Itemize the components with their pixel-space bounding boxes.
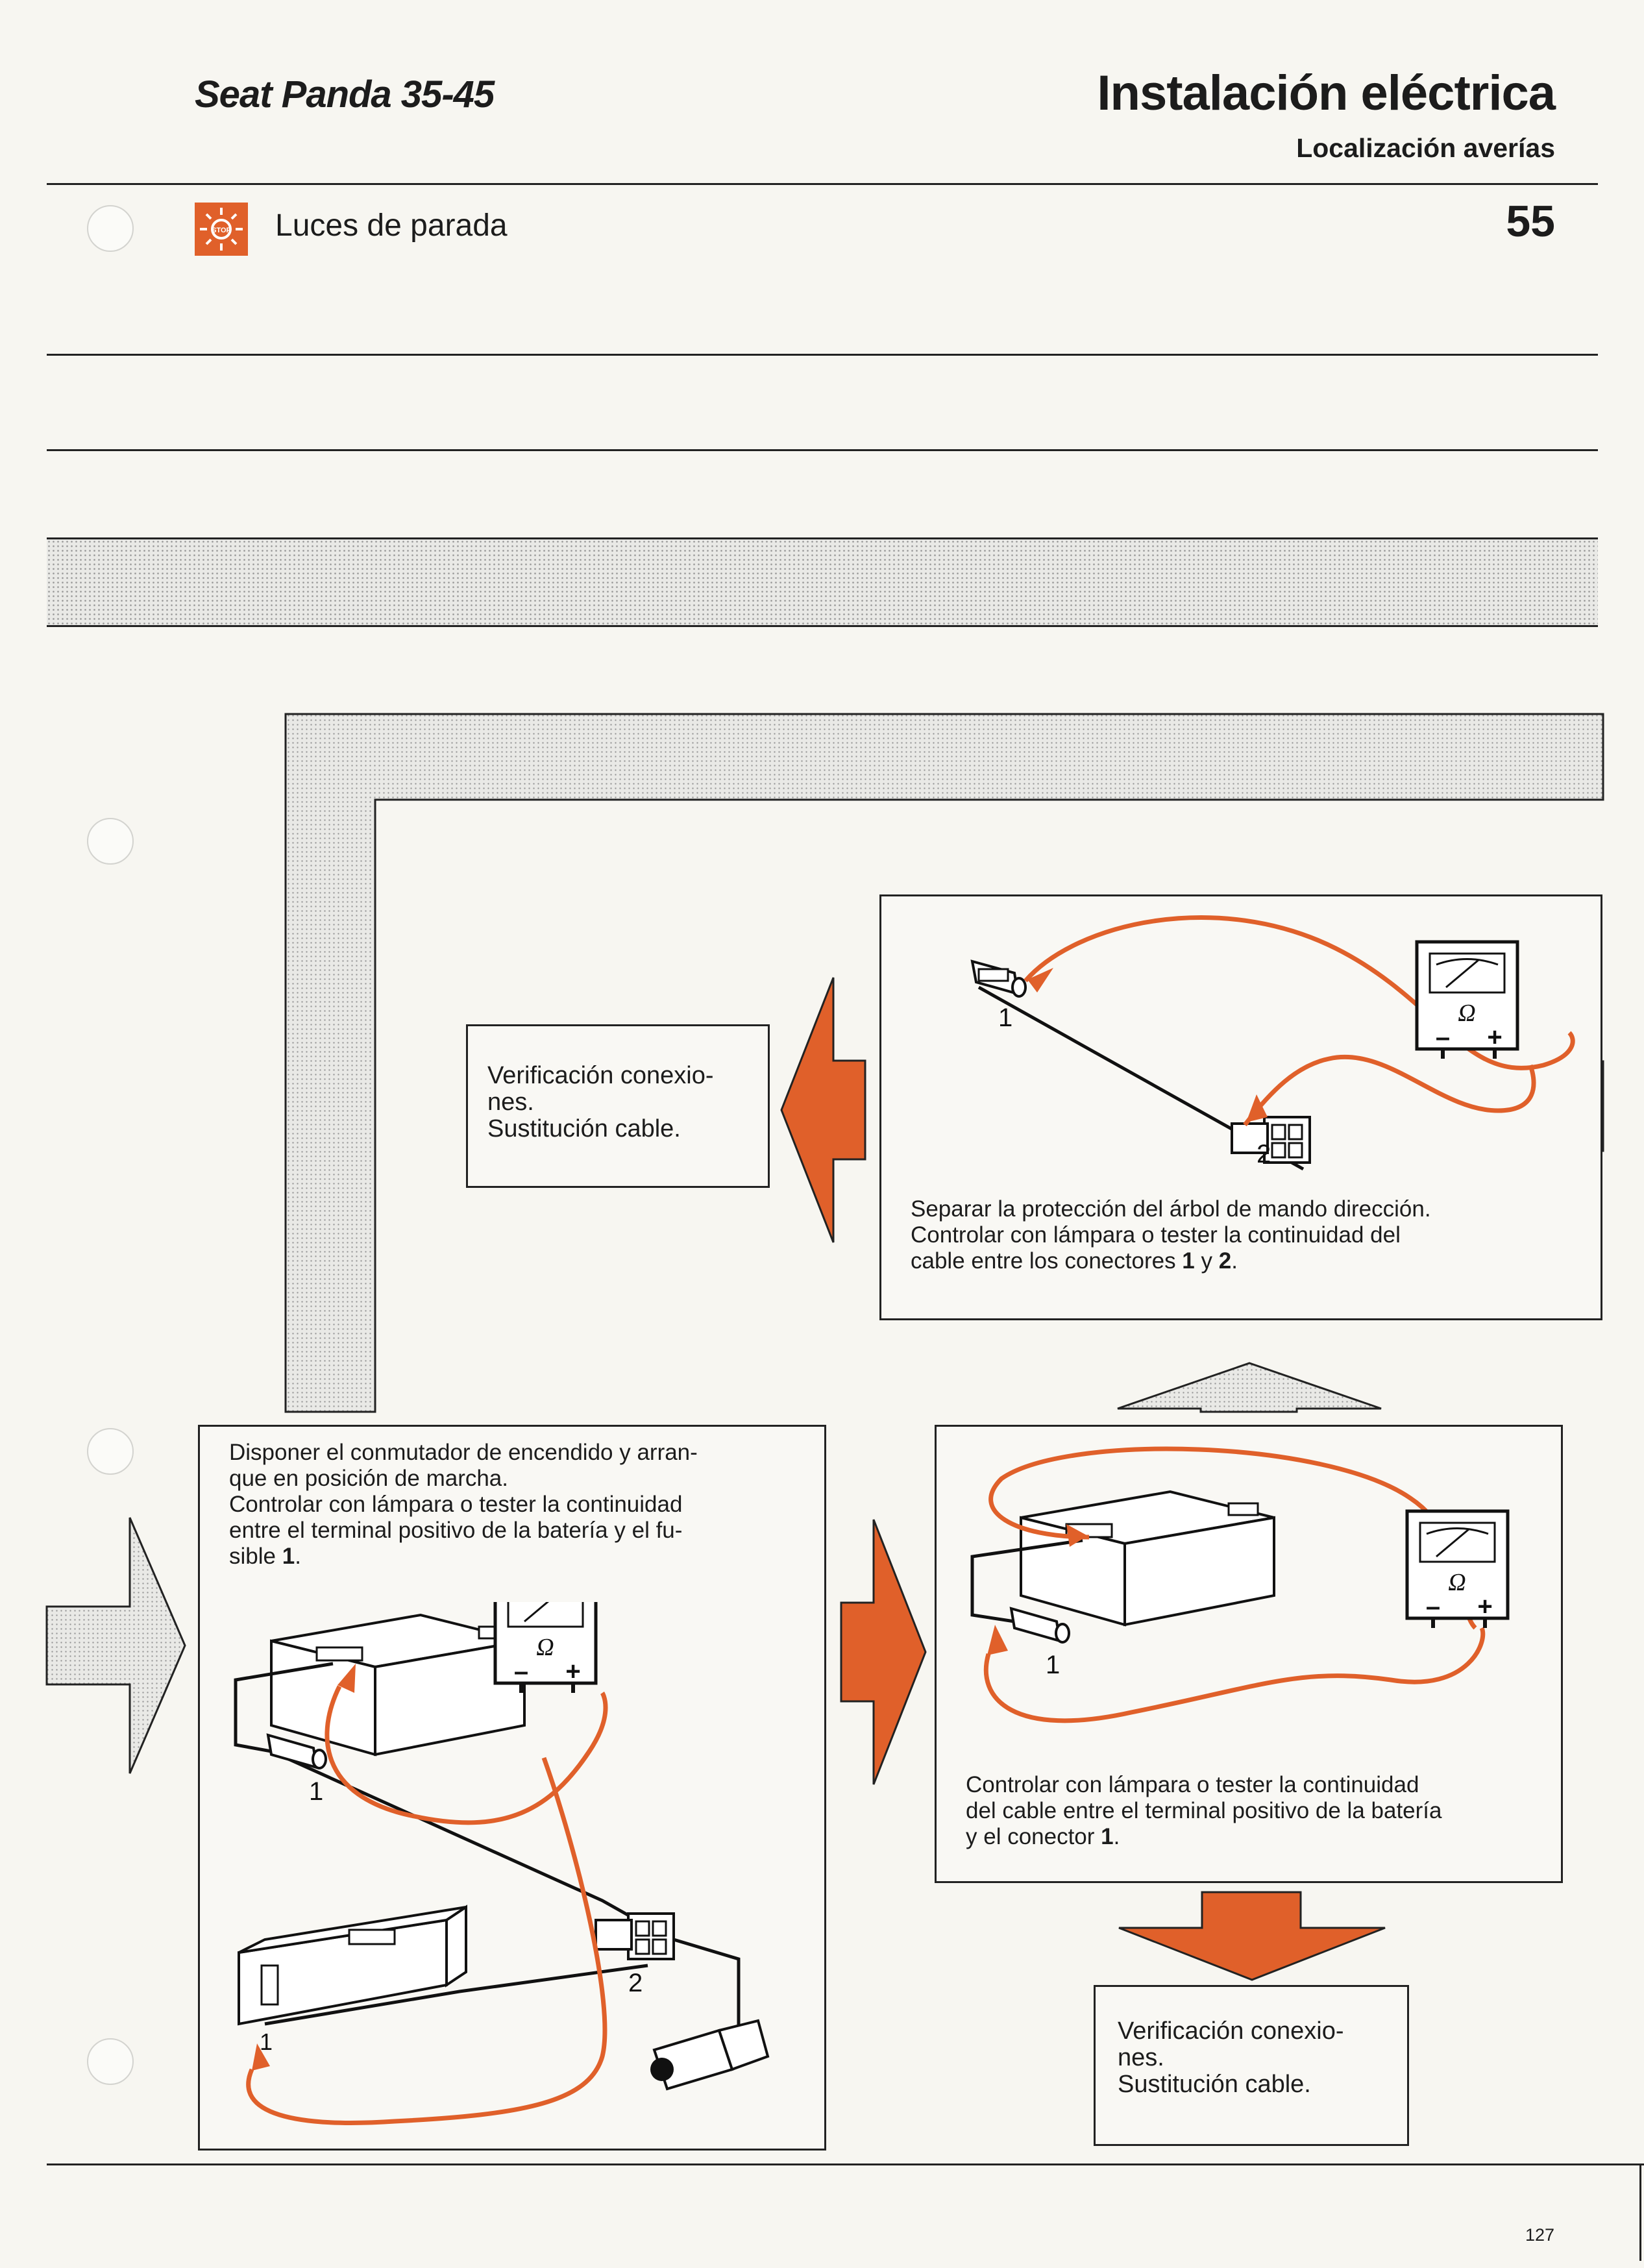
stop-lamp-icon: STOP — [195, 203, 248, 256]
svg-text:1: 1 — [260, 2028, 273, 2055]
step-top-text: Separar la protección del árbol de mando… — [911, 1196, 1431, 1274]
binder-hole — [87, 818, 134, 865]
connector-1-icon — [970, 959, 1027, 998]
verify-box-top: Verificación conexio- nes. Sustitución c… — [466, 1024, 770, 1188]
arrow-down-orange — [1118, 1891, 1386, 1981]
svg-text:+: + — [1487, 1023, 1502, 1052]
connector-2-icon — [1231, 1116, 1311, 1164]
binder-hole — [87, 2038, 134, 2085]
model-title: Seat Panda 35-45 — [195, 73, 495, 116]
verify-bottom-line2: nes. — [1118, 2044, 1164, 2071]
step-right-text: Controlar con lámpara o tester la contin… — [966, 1772, 1442, 1849]
svg-text:1: 1 — [1046, 1651, 1060, 1679]
ohmmeter-icon — [1405, 1509, 1510, 1628]
header-rule — [47, 183, 1598, 185]
arrow-right-orange — [840, 1519, 927, 1785]
step-panel-right: 1 Ω – + Controlar con lámpara o tester l… — [935, 1425, 1563, 1883]
fuse-box-icon — [238, 1904, 467, 2026]
label-connector-1: 1 — [998, 1004, 1012, 1032]
svg-text:2: 2 — [628, 1969, 643, 1997]
step-panel-top: Ω – + 1 2 Separar la protección del árbo… — [879, 894, 1602, 1320]
ohmmeter-icon — [1415, 940, 1519, 1059]
svg-text:STOP: STOP — [212, 227, 231, 234]
svg-text:+: + — [1477, 1592, 1492, 1621]
rule-2 — [47, 449, 1598, 451]
svg-text:–: – — [1436, 1023, 1450, 1052]
ohmmeter-icon — [493, 1602, 598, 1693]
verify-top-line2: nes. — [487, 1089, 534, 1116]
footer-rule-right — [1639, 2163, 1641, 2261]
continuity-diagram-left: 1 1 2 — [234, 1602, 770, 2125]
verify-box-bottom: Verificación conexio- nes. Sustitución c… — [1094, 1985, 1409, 2146]
svg-text:1: 1 — [309, 1777, 323, 1806]
connector-1-icon — [266, 1733, 327, 1769]
arrow-left-orange — [780, 977, 866, 1243]
verify-bottom-line1: Verificación conexio- — [1118, 2017, 1344, 2045]
svg-text:Ω: Ω — [536, 1634, 554, 1661]
binder-hole — [87, 1428, 134, 1475]
verify-bottom-line3: Sustitución cable. — [1118, 2071, 1311, 2098]
verify-top-line1: Verificación conexio- — [487, 1062, 714, 1089]
page-code: 55 — [1506, 197, 1555, 246]
rule-1 — [47, 354, 1598, 356]
verify-top-line3: Sustitución cable. — [487, 1115, 681, 1142]
binder-hole — [87, 205, 134, 252]
footer-rule — [47, 2163, 1644, 2165]
subsection-title: Localización averías — [1296, 133, 1555, 163]
shaded-band — [47, 537, 1598, 627]
connector-1-icon — [1009, 1607, 1070, 1644]
label-connector-2: 2 — [1257, 1140, 1271, 1168]
continuity-diagram-top: Ω – + 1 2 — [970, 915, 1575, 1171]
ohm-symbol: Ω — [1458, 1000, 1475, 1027]
battery-icon — [270, 1613, 526, 1756]
battery-icon — [1020, 1490, 1275, 1627]
topic-title: Luces de parada — [275, 208, 508, 243]
svg-text:+: + — [565, 1657, 580, 1686]
section-title: Instalación eléctrica — [1097, 66, 1556, 121]
continuity-diagram-right: 1 Ω – + — [970, 1446, 1510, 1723]
svg-text:Ω: Ω — [1448, 1569, 1466, 1596]
step-left-text: Disponer el conmutador de encendido y ar… — [229, 1440, 698, 1569]
svg-text:–: – — [1426, 1592, 1440, 1621]
page-number: 127 — [1525, 2225, 1555, 2245]
step-panel-left: Disponer el conmutador de encendido y ar… — [198, 1425, 826, 2151]
brake-switch-icon — [650, 2019, 770, 2091]
svg-text:–: – — [514, 1657, 528, 1686]
connector-2-icon — [595, 1912, 675, 1960]
